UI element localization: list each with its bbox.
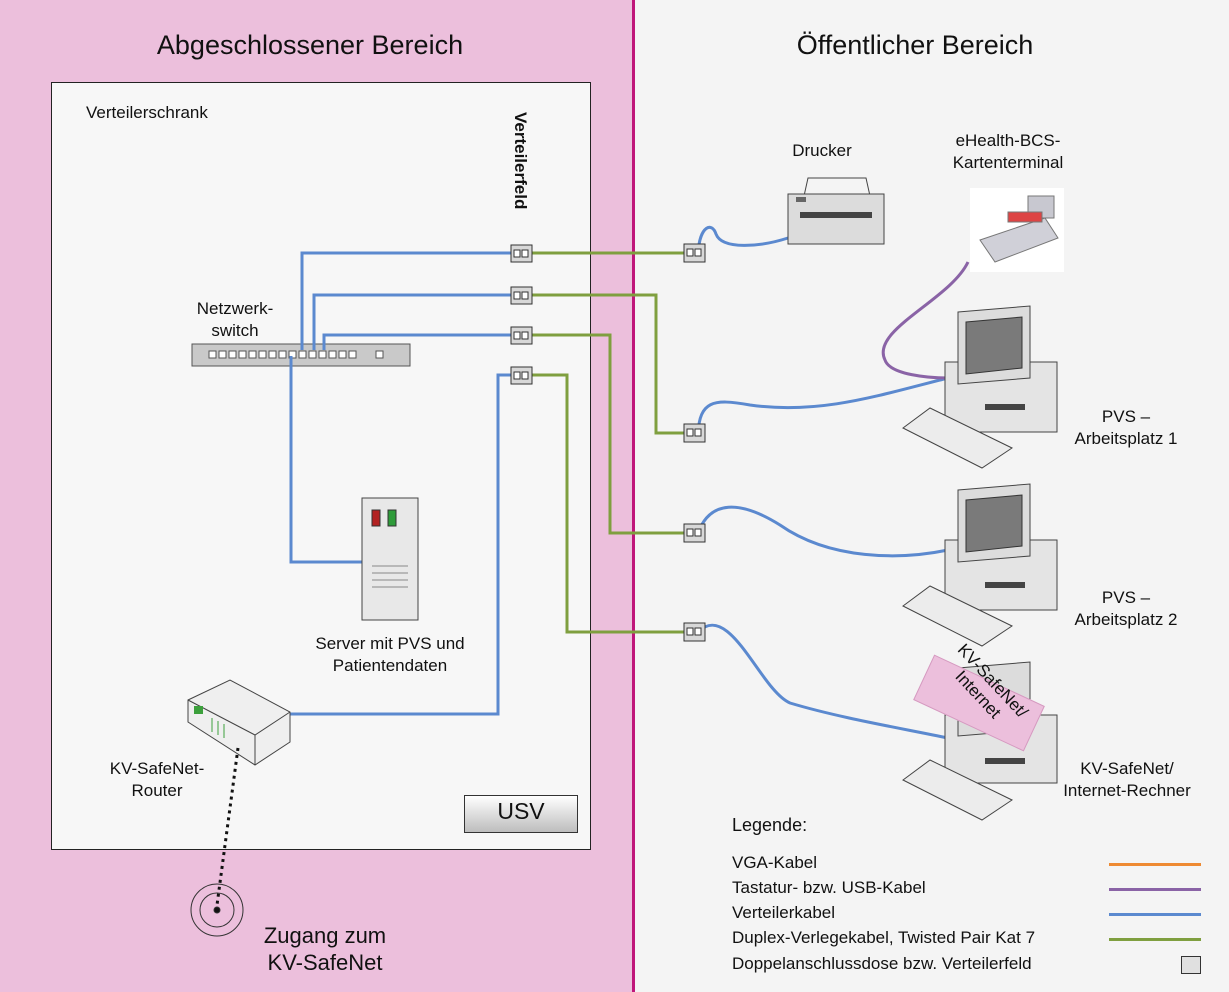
duplex-cables xyxy=(532,251,686,634)
server-icon xyxy=(361,497,419,621)
ws1-line-1: PVS – xyxy=(1101,407,1151,426)
switch-label-line-2: switch xyxy=(211,321,259,340)
distribution-cables xyxy=(282,225,949,740)
legend-label: Duplex-Verlegekabel, Twisted Pair Kat 7 xyxy=(732,928,1036,947)
access-line-1: Zugang zum xyxy=(263,923,387,948)
legend-label: Verteilerkabel xyxy=(732,903,836,922)
terminal-line-2: Kartenterminal xyxy=(952,153,1064,172)
patch-panel xyxy=(510,244,533,385)
legend-label: Doppelanschlussdose bzw. Verteilerfeld xyxy=(732,954,1032,973)
server-label: Server mit PVS und Patientendaten xyxy=(290,633,490,677)
legend-item-distribution: Verteilerkabel xyxy=(732,903,1217,925)
legend-title: Legende: xyxy=(732,815,808,835)
terminal-line-1: eHealth-BCS- xyxy=(955,131,1061,150)
workstation-2-icon xyxy=(902,483,1058,647)
socket-icon xyxy=(1181,956,1201,974)
safenet-access-icon xyxy=(190,883,244,937)
legend-line-swatch xyxy=(1109,888,1201,891)
network-switch xyxy=(191,343,411,367)
legend-label: VGA-Kabel xyxy=(732,853,818,872)
router-icon xyxy=(187,679,291,766)
workstation-1-label: PVS – Arbeitsplatz 1 xyxy=(1064,406,1188,450)
ups-unit: USV xyxy=(464,795,578,833)
legend-line-swatch xyxy=(1109,863,1201,866)
server-label-line-1: Server mit PVS und xyxy=(315,634,465,653)
internet-pc-line-2: Internet-Rechner xyxy=(1063,781,1191,800)
router-label-line-2: Router xyxy=(131,781,183,800)
server-label-line-2: Patientendaten xyxy=(332,656,448,675)
switch-label: Netzwerk- switch xyxy=(185,298,285,342)
distribution-cabinet xyxy=(51,82,591,850)
switch-label-line-1: Netzwerk- xyxy=(196,299,274,318)
legend-item-duplex: Duplex-Verlegekabel, Twisted Pair Kat 7 xyxy=(732,928,1217,950)
router-label-line-1: KV-SafeNet- xyxy=(109,759,205,778)
public-area-heading: Öffentlicher Bereich xyxy=(796,30,1034,60)
workstation-1-icon xyxy=(902,305,1058,469)
legend-item-socket: Doppelanschlussdose bzw. Verteilerfeld xyxy=(732,954,1217,976)
card-terminal-icon xyxy=(970,188,1064,272)
ws2-line-2: Arbeitsplatz 2 xyxy=(1074,610,1178,629)
internet-pc-line-1: KV-SafeNet/ xyxy=(1080,759,1174,778)
public-area xyxy=(634,0,1229,992)
cabinet-label: Verteilerschrank xyxy=(86,103,208,122)
legend-item-vga: VGA-Kabel xyxy=(732,853,1217,875)
workstation-2-label: PVS – Arbeitsplatz 2 xyxy=(1064,587,1188,631)
ws1-line-2: Arbeitsplatz 1 xyxy=(1074,429,1178,448)
legend-line-swatch xyxy=(1109,913,1201,916)
legend-label: Tastatur- bzw. USB-Kabel xyxy=(732,878,926,897)
safenet-access-label: Zugang zum KV-SafeNet xyxy=(235,922,415,976)
safenet-line xyxy=(215,747,240,906)
printer-icon xyxy=(787,177,885,245)
printer-label: Drucker xyxy=(792,141,852,160)
router-label: KV-SafeNet- Router xyxy=(95,758,219,802)
internet-pc-label: KV-SafeNet/ Internet-Rechner xyxy=(1050,758,1204,802)
legend-line-swatch xyxy=(1109,938,1201,941)
access-line-2: KV-SafeNet xyxy=(267,950,383,975)
patch-panel-label: Verteilerfeld xyxy=(511,112,530,210)
legend-item-usb: Tastatur- bzw. USB-Kabel xyxy=(732,878,1217,900)
closed-area-heading: Abgeschlossener Bereich xyxy=(156,30,464,60)
area-divider xyxy=(632,0,635,992)
wall-sockets xyxy=(683,243,706,642)
usb-cable xyxy=(881,261,970,380)
ws2-line-1: PVS – xyxy=(1101,588,1151,607)
card-terminal-label: eHealth-BCS- Kartenterminal xyxy=(946,130,1070,174)
